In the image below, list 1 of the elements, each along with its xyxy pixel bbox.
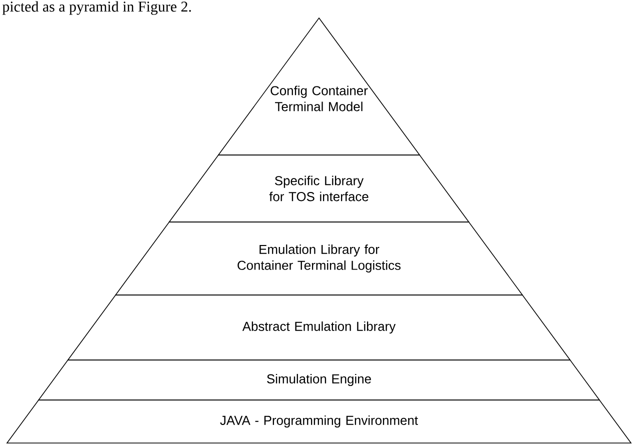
caption-text: picted as a pyramid in Figure 2. (2, 1, 191, 15)
